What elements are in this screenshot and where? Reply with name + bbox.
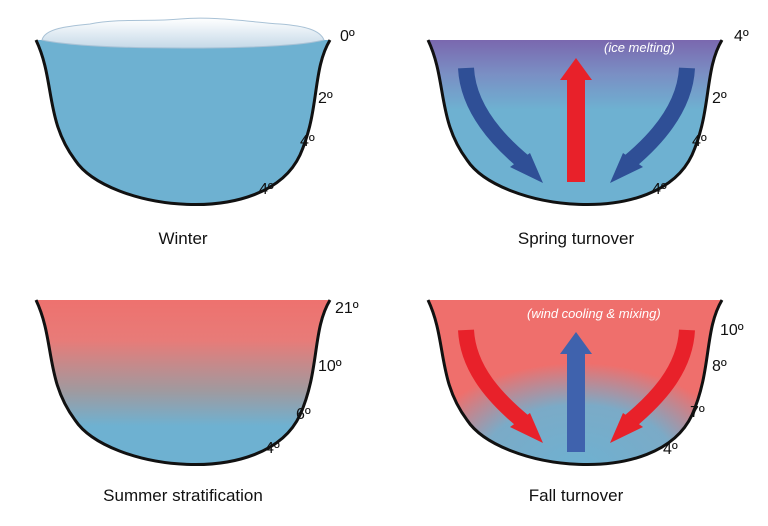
spring-up-arrow-shaft bbox=[567, 78, 585, 182]
fall-temp-upper: 8º bbox=[712, 358, 727, 375]
winter-lake bbox=[34, 17, 332, 206]
winter-title: Winter bbox=[158, 229, 208, 248]
summer-lake bbox=[34, 299, 332, 466]
ice-layer bbox=[41, 17, 325, 49]
summer-basin-outline bbox=[34, 299, 332, 466]
fall-temp-surface: 10º bbox=[720, 322, 744, 339]
spring-left-arrow-shaft bbox=[458, 67, 531, 170]
fall-temp-bottom: 4º bbox=[663, 441, 678, 458]
fall-up-arrow-shaft bbox=[567, 352, 585, 452]
spring-temp-upper: 2º bbox=[712, 90, 727, 107]
fall-title: Fall turnover bbox=[528, 486, 624, 505]
spring-lake bbox=[426, 39, 724, 206]
fall-right-arrow-shaft bbox=[622, 329, 695, 430]
spring-temp-surface: 4º bbox=[734, 28, 749, 45]
summer-temp-bottom: 4º bbox=[265, 440, 280, 457]
winter-water bbox=[36, 40, 330, 205]
spring-note: (ice melting) bbox=[604, 40, 675, 55]
summer-water bbox=[36, 300, 330, 465]
summer-temp-middle: 6º bbox=[296, 406, 311, 423]
summer-temp-surface: 21º bbox=[335, 300, 359, 317]
fall-lake bbox=[426, 299, 724, 466]
summer-temp-upper: 10º bbox=[318, 358, 342, 375]
fall-note: (wind cooling & mixing) bbox=[527, 306, 661, 321]
spring-right-arrow-shaft bbox=[622, 67, 695, 170]
winter-temp-middle: 4º bbox=[300, 133, 315, 150]
spring-basin-outline bbox=[426, 39, 724, 206]
summer-title: Summer stratification bbox=[103, 486, 263, 505]
spring-temp-middle: 4º bbox=[692, 133, 707, 150]
winter-basin-outline bbox=[34, 39, 332, 206]
spring-up-arrowhead bbox=[560, 58, 592, 80]
winter-temp-upper: 2º bbox=[318, 90, 333, 107]
fall-up-arrowhead bbox=[560, 332, 592, 354]
spring-temp-bottom: 4º bbox=[652, 181, 667, 198]
spring-left-arrowhead bbox=[510, 153, 543, 183]
fall-left-arrow-shaft bbox=[458, 329, 531, 430]
winter-temp-bottom: 4º bbox=[259, 181, 274, 198]
fall-basin-outline bbox=[426, 299, 724, 466]
fall-left-arrowhead bbox=[510, 413, 543, 443]
winter-temp-surface: 0º bbox=[340, 28, 355, 45]
fall-temp-middle: 7º bbox=[690, 404, 705, 421]
spring-right-arrowhead bbox=[610, 153, 643, 183]
spring-title: Spring turnover bbox=[517, 229, 635, 248]
fall-right-arrowhead bbox=[610, 413, 643, 443]
